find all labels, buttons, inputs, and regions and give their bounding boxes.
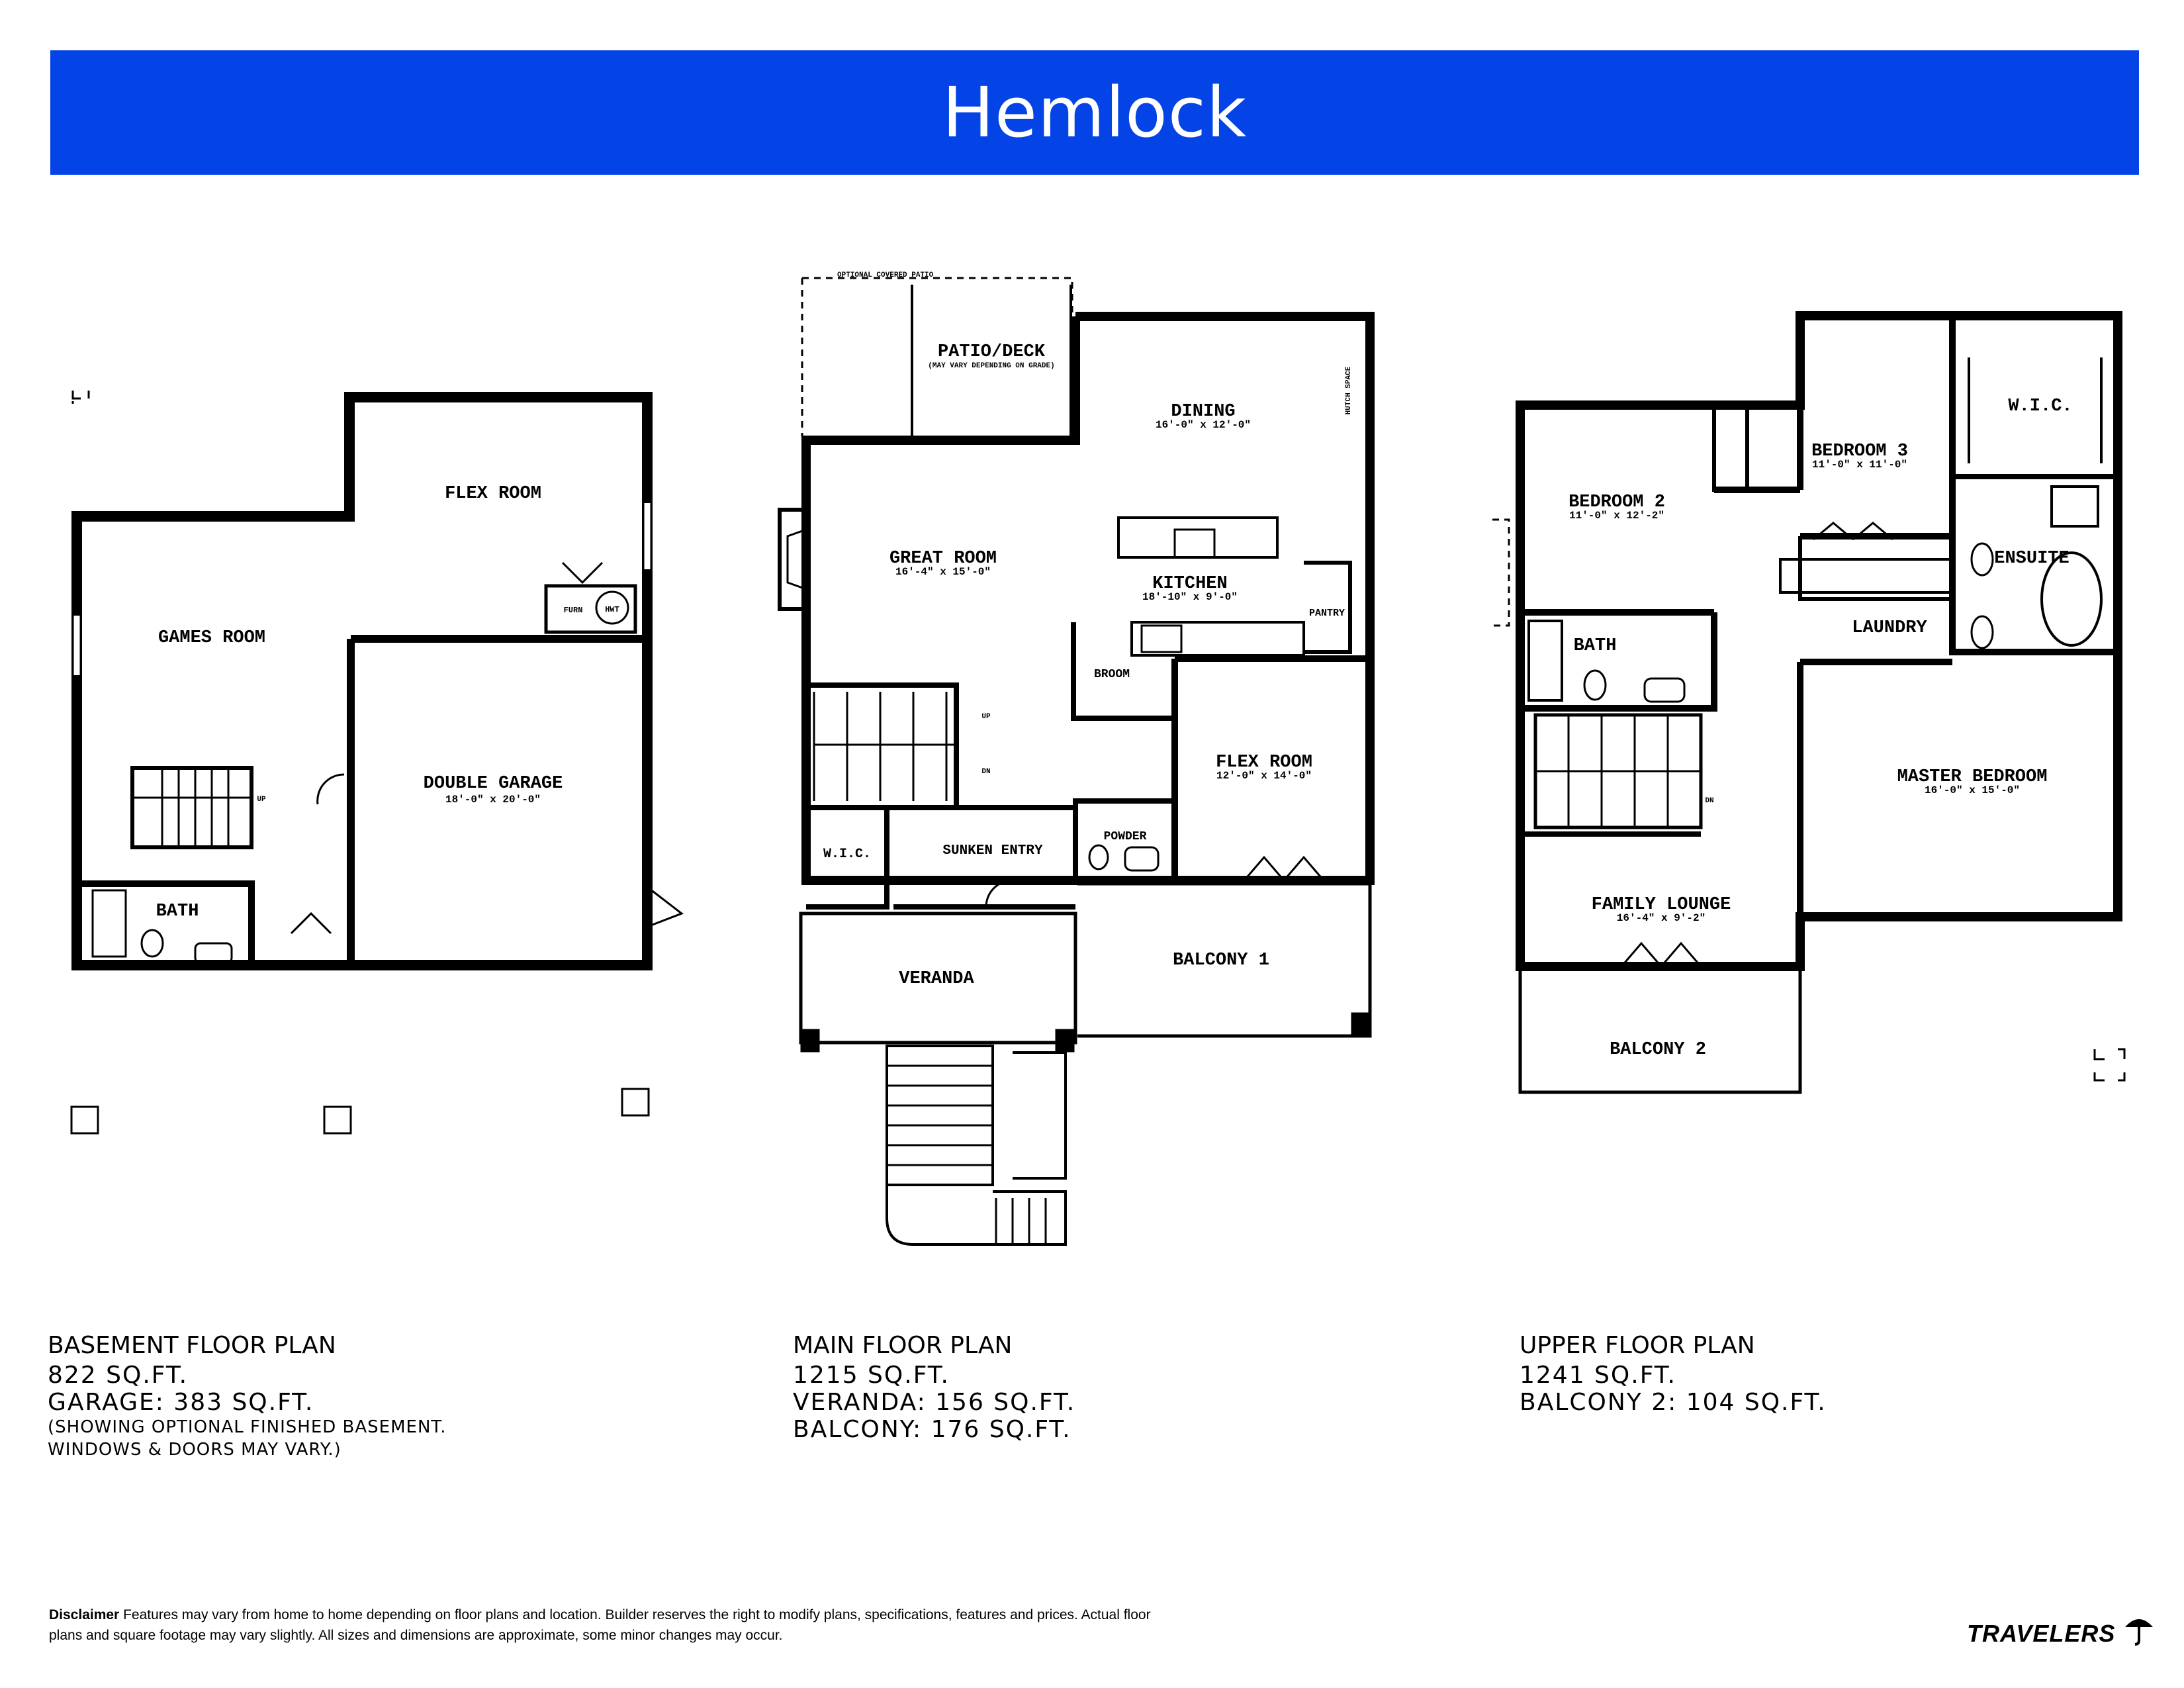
main-wic-label: W.I.C. — [823, 847, 871, 862]
logo-text: TRAVELERS — [1967, 1620, 2116, 1647]
optional-covered-patio-label: OPTIONAL COVERED PATIO — [837, 271, 934, 279]
main-heading: MAIN FLOOR PLAN — [793, 1332, 1013, 1359]
ensuite-label: ENSUITE — [1994, 549, 2069, 569]
basement-heading: BASEMENT FLOOR PLAN — [48, 1332, 336, 1359]
disclaimer: Disclaimer Features may vary from home t… — [49, 1605, 1174, 1646]
kitchen-dim: 18'-10" x 9'-0" — [1142, 591, 1238, 603]
upper-caption: UPPER FLOOR PLAN 1241 SQ.FT. BALCONY 2: … — [1520, 1332, 1827, 1416]
balcony-sqft: BALCONY: 176 SQ.FT. — [793, 1416, 1071, 1443]
basement-plan — [70, 391, 684, 1135]
laundry-label: LAUNDRY — [1852, 618, 1927, 638]
master-bedroom-dim: 16'-0" x 15'-0" — [1925, 784, 2020, 796]
main-flex-room-dim: 12'-0" x 14'-0" — [1216, 770, 1312, 782]
basement-caption: BASEMENT FLOOR PLAN 822 SQ.FT. GARAGE: 3… — [48, 1332, 446, 1461]
main-caption: MAIN FLOOR PLAN 1215 SQ.FT. VERANDA: 156… — [793, 1332, 1075, 1443]
veranda-label: VERANDA — [899, 969, 974, 989]
furn-label: FURN — [564, 606, 583, 615]
family-lounge-label: FAMILY LOUNGE — [1592, 895, 1731, 915]
basement-bath-label: BATH — [156, 902, 199, 921]
main-dn-label: DN — [981, 768, 990, 776]
games-room-label: GAMES ROOM — [158, 628, 265, 648]
bedroom-3-dim: 11'-0" x 11'-0" — [1812, 459, 1907, 471]
patio-note: (MAY VARY DEPENDING ON GRADE) — [928, 362, 1054, 370]
dining-label: DINING — [1171, 402, 1235, 422]
umbrella-icon — [2125, 1619, 2154, 1646]
family-lounge-dim: 16'-4" x 9'-2" — [1617, 912, 1706, 924]
patio-deck-label: PATIO/DECK — [938, 342, 1046, 362]
veranda-sqft: VERANDA: 156 SQ.FT. — [793, 1389, 1076, 1416]
basement-note-2: WINDOWS & DOORS MAY VARY.) — [48, 1440, 341, 1460]
upper-heading: UPPER FLOOR PLAN — [1520, 1332, 1755, 1359]
disclaimer-label: Disclaimer — [49, 1607, 120, 1622]
master-bedroom-label: MASTER BEDROOM — [1897, 767, 2048, 787]
basement-sqft: 822 SQ.FT. — [48, 1362, 189, 1389]
main-sqft: 1215 SQ.FT. — [793, 1362, 950, 1389]
upper-plan — [1492, 311, 2126, 1094]
balcony-1-label: BALCONY 1 — [1173, 951, 1269, 970]
upper-wic-label: W.I.C. — [2008, 397, 2072, 416]
hutch-space-label: HUTCH SPACE — [1345, 366, 1353, 414]
garage-sqft: GARAGE: 383 SQ.FT. — [48, 1389, 314, 1416]
bedroom-3-label: BEDROOM 3 — [1811, 442, 1908, 461]
page-title: Hemlock — [942, 72, 1248, 153]
basement-up-label: UP — [257, 796, 266, 804]
main-plan — [778, 277, 1375, 1246]
upper-bath-label: BATH — [1574, 636, 1617, 656]
balcony-2-label: BALCONY 2 — [1610, 1040, 1706, 1060]
broom-label: BROOM — [1094, 668, 1130, 681]
bedroom-2-label: BEDROOM 2 — [1569, 492, 1665, 512]
pantry-label: PANTRY — [1309, 608, 1345, 619]
powder-label: POWDER — [1104, 830, 1147, 843]
double-garage-label: DOUBLE GARAGE — [424, 774, 563, 794]
upper-dn-label: DN — [1705, 797, 1713, 805]
hwt-label: HWT — [605, 605, 619, 614]
double-garage-dim: 18'-0" x 20'-0" — [445, 794, 541, 806]
great-room-dim: 16'-4" x 15'-0" — [895, 566, 991, 578]
bedroom-2-dim: 11'-0" x 12'-2" — [1569, 510, 1664, 522]
basement-flex-room-label: FLEX ROOM — [445, 484, 541, 504]
upper-sqft: 1241 SQ.FT. — [1520, 1362, 1676, 1389]
basement-note-1: (SHOWING OPTIONAL FINISHED BASEMENT. — [48, 1417, 447, 1437]
great-room-label: GREAT ROOM — [889, 549, 997, 569]
disclaimer-text: Features may vary from home to home depe… — [49, 1607, 1151, 1643]
dining-dim: 16'-0" x 12'-0" — [1156, 419, 1251, 431]
kitchen-label: KITCHEN — [1152, 574, 1227, 594]
main-flex-room-label: FLEX ROOM — [1216, 753, 1312, 773]
sunken-entry-label: SUNKEN ENTRY — [942, 843, 1043, 859]
travelers-logo: TRAVELERS — [1967, 1613, 2156, 1648]
main-up-label: UP — [981, 713, 991, 721]
title-banner: Hemlock — [50, 50, 2139, 175]
balcony-2-sqft: BALCONY 2: 104 SQ.FT. — [1520, 1389, 1827, 1416]
